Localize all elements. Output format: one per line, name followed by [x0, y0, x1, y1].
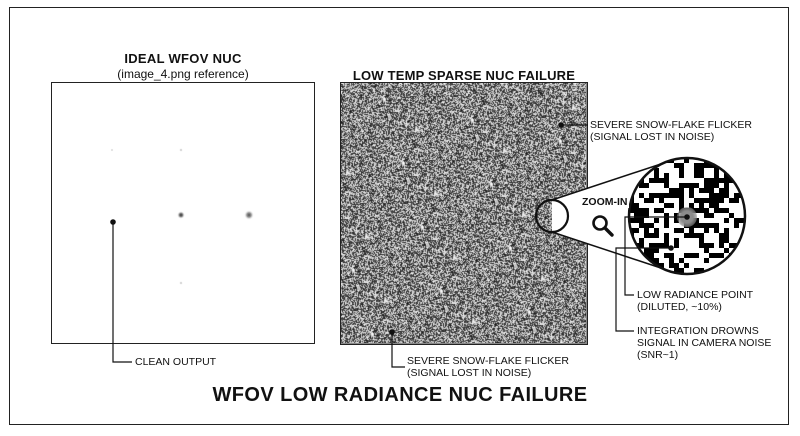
ideal-panel-subtitle: (image_4.png reference) — [117, 67, 249, 81]
low-radiance-label: LOW RADIANCE POINT — [637, 289, 754, 301]
zoom-source-circle — [534, 198, 570, 234]
snowflake-label-bottom: SEVERE SNOW-FLAKE FLICKER — [407, 355, 570, 367]
snowflake-callout-bottom — [389, 329, 405, 368]
ideal-panel-title: IDEAL WFOV NUC — [124, 51, 242, 66]
clean-output-callout — [110, 219, 132, 363]
low-radiance-sublabel: (DILUTED, ~10%) — [637, 301, 722, 313]
integration-label-3: (SNR~1) — [637, 349, 679, 361]
point-source — [110, 148, 114, 152]
magnifier-icon — [592, 215, 614, 237]
clean-output-label: CLEAN OUTPUT — [135, 356, 217, 368]
integration-label-2: SIGNAL IN CAMERA NOISE — [637, 337, 772, 349]
zoom-in-label: ZOOM-IN — [581, 196, 629, 208]
snowflake-sublabel-top: (SIGNAL LOST IN NOISE) — [590, 131, 715, 143]
integration-noise-callout — [615, 245, 674, 332]
point-source — [179, 281, 183, 285]
failure-panel-title: LOW TEMP SPARSE NUC FAILURE — [352, 68, 576, 83]
ideal-point-sources — [110, 148, 254, 285]
snowflake-callout-top — [558, 122, 588, 128]
point-source — [179, 148, 183, 152]
zoom-region — [534, 156, 747, 276]
main-title: WFOV LOW RADIANCE NUC FAILURE — [212, 384, 588, 406]
snowflake-sublabel-bottom: (SIGNAL LOST IN NOISE) — [407, 367, 532, 379]
integration-label-1: INTEGRATION DROWNS — [637, 325, 759, 337]
point-source — [244, 210, 254, 220]
noise-nuc-image — [340, 82, 588, 345]
point-source — [177, 211, 185, 219]
snowflake-label-top: SEVERE SNOW-FLAKE FLICKER — [590, 119, 753, 131]
low-radiance-callout — [624, 214, 690, 296]
zoom-lens — [627, 156, 747, 276]
noise-texture — [341, 83, 586, 343]
